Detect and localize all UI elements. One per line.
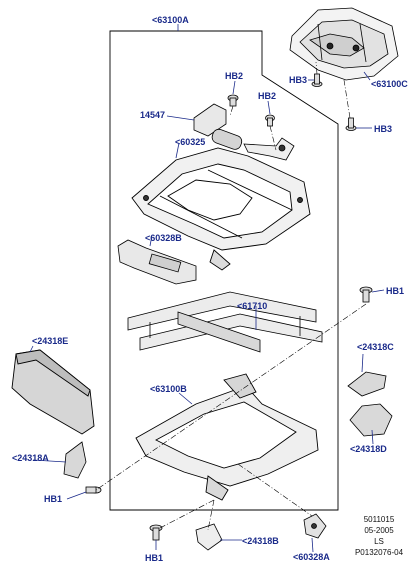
assembly-centerlines bbox=[95, 61, 367, 531]
label-14547: 14547 bbox=[140, 110, 166, 120]
part-24318c-cover bbox=[347, 371, 387, 397]
footer-line-4: P0132076-04 bbox=[354, 548, 404, 557]
part-24318d-cover bbox=[349, 403, 393, 437]
part-60328b-bracket bbox=[117, 239, 197, 285]
part-60328a-bracket bbox=[303, 513, 327, 539]
part-24318e-side-cover bbox=[11, 349, 95, 435]
label-24318a: <24318A bbox=[12, 453, 49, 463]
label-24318e: <24318E bbox=[32, 336, 69, 346]
part-24318b-clip bbox=[195, 523, 223, 551]
label-61710: <61710 bbox=[237, 301, 268, 311]
label-hb3-left: HB3 bbox=[289, 75, 308, 85]
label-hb2-upper: HB2 bbox=[225, 71, 244, 81]
label-24318d: <24318D bbox=[350, 444, 387, 454]
part-60325-upper-frame bbox=[131, 147, 311, 271]
bolt-hb3-right bbox=[345, 117, 357, 131]
label-24318c: <24318C bbox=[357, 342, 394, 352]
part-63100c-cushion-pan bbox=[289, 7, 399, 81]
assembly-outline bbox=[109, 30, 339, 511]
label-hb1-bottom: HB1 bbox=[145, 553, 164, 563]
label-60325: <60325 bbox=[175, 137, 206, 147]
bolt-hb2-upper bbox=[227, 94, 239, 107]
part-24318a-trim bbox=[63, 441, 87, 479]
label-63100c: <63100C bbox=[371, 79, 408, 89]
label-60328a: <60328A bbox=[293, 552, 330, 562]
label-hb1-right: HB1 bbox=[386, 286, 405, 296]
label-hb1-left: HB1 bbox=[44, 494, 63, 504]
part-61710-track bbox=[127, 291, 323, 353]
bolt-hb2-lower bbox=[265, 114, 275, 127]
label-63100b: <63100B bbox=[150, 384, 187, 394]
bolt-hb1-bottom bbox=[149, 524, 163, 541]
label-63100a: <63100A bbox=[152, 15, 189, 25]
footer-line-2: 05-2005 bbox=[364, 526, 394, 535]
label-60328b: <60328B bbox=[145, 233, 182, 243]
leader-lines bbox=[29, 24, 385, 553]
label-hb3-right: HB3 bbox=[374, 124, 393, 134]
footer-line-3: LS bbox=[374, 537, 384, 546]
label-24318b: <24318B bbox=[242, 536, 279, 546]
part-14547-motor bbox=[193, 103, 295, 161]
bolt-hb1-right bbox=[359, 286, 373, 303]
bolt-hb3-left bbox=[311, 73, 323, 87]
label-hb2-lower: HB2 bbox=[258, 91, 277, 101]
footer-line-1: 5011015 bbox=[363, 515, 395, 524]
part-63100b-lower-frame bbox=[135, 373, 319, 501]
